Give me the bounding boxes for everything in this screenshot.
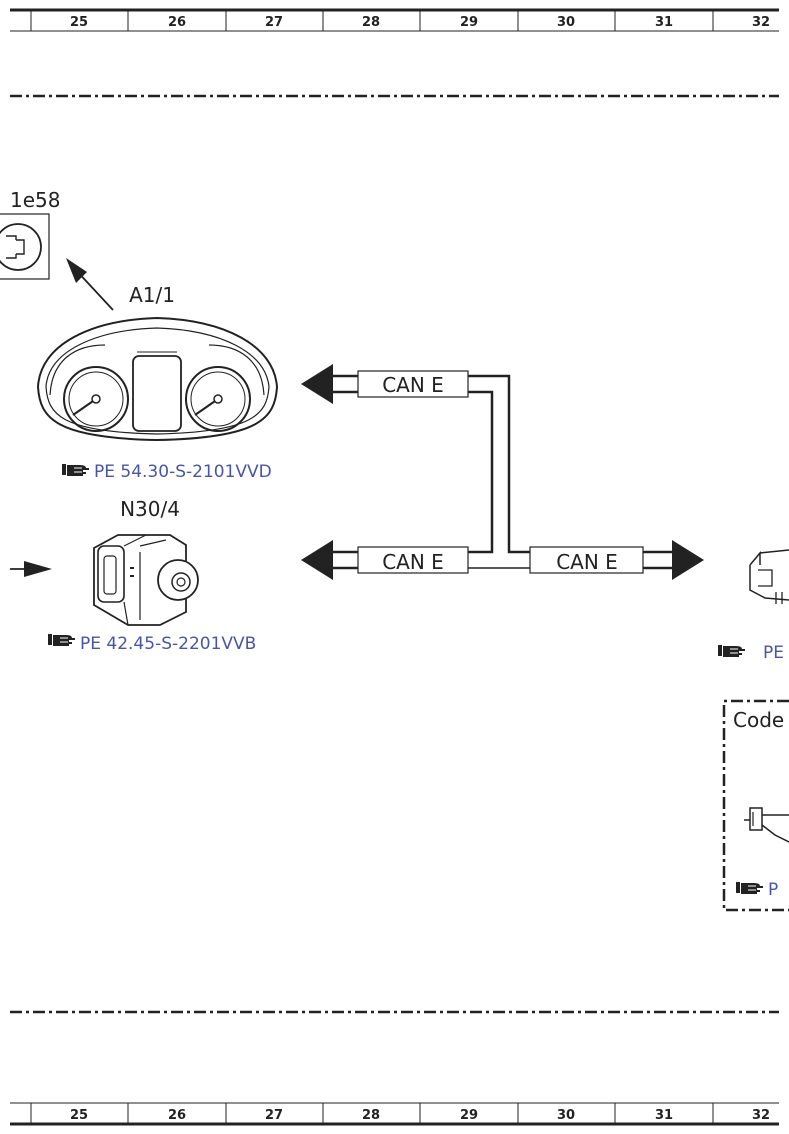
grid-col-27: 27 [265, 15, 283, 30]
sensor-icon [744, 807, 789, 843]
grid-col-25: 25 [70, 1108, 88, 1123]
bottom-grid-ruler: 25 26 27 28 29 30 31 32 [10, 1102, 779, 1126]
esp-control-unit-icon [93, 534, 199, 626]
cluster-reference-text[interactable]: PE 54.30-S-2101VVD [94, 462, 272, 482]
grid-col-26: 26 [168, 15, 186, 30]
component-right-partial: PE [718, 549, 789, 663]
cluster-label: A1/1 [129, 283, 175, 307]
grid-col-31: 31 [655, 15, 673, 30]
code-box-reference-link[interactable]: P [736, 880, 778, 900]
grid-col-28: 28 [362, 1108, 380, 1123]
instrument-cluster-icon [36, 316, 279, 442]
component-a1-1: A1/1 PE 54.30-S-2101VVD [36, 283, 279, 482]
can-arrow-top-left [301, 364, 333, 404]
connector-module-icon [749, 549, 789, 604]
grid-col-26: 26 [168, 1108, 186, 1123]
pointing-hand-icon [62, 464, 89, 476]
can-e-label-mid-right: CAN E [556, 550, 618, 574]
right-reference-text[interactable]: PE [763, 643, 784, 663]
grid-col-27: 27 [265, 1108, 283, 1123]
grid-col-29: 29 [460, 1108, 478, 1123]
can-e-label-mid-left: CAN E [382, 550, 444, 574]
grid-col-25: 25 [70, 15, 88, 30]
grid-col-30: 30 [557, 15, 575, 30]
grid-col-28: 28 [362, 15, 380, 30]
top-grid-ruler: 25 26 27 28 29 30 31 32 [10, 8, 779, 32]
grid-col-32: 32 [752, 15, 770, 30]
esp-unit-reference-text[interactable]: PE 42.45-S-2201VVB [80, 634, 256, 654]
esp-unit-label: N30/4 [120, 497, 180, 521]
grid-col-31: 31 [655, 1108, 673, 1123]
can-bus-wiring: CAN E CAN E CAN E [301, 364, 704, 580]
code-box: Code P [722, 699, 789, 912]
bulb-icon [0, 223, 42, 271]
grid-col-32: 32 [752, 1108, 770, 1123]
right-reference-link[interactable]: PE [718, 643, 784, 663]
can-e-box-mid-left [357, 546, 469, 574]
code-box-label: Code [733, 708, 784, 732]
component-n30-4: N30/4 PE 42.45-S-2201VVB [10, 497, 256, 654]
can-arrow-mid-right [672, 540, 704, 580]
pointing-hand-icon [718, 645, 745, 657]
grid-col-30: 30 [557, 1108, 575, 1123]
pointing-hand-icon [48, 634, 75, 646]
esp-unit-reference-link[interactable]: PE 42.45-S-2201VVB [48, 634, 256, 654]
code-box-reference-text[interactable]: P [768, 880, 778, 900]
cluster-reference-link[interactable]: PE 54.30-S-2101VVD [62, 462, 272, 482]
can-e-label-top: CAN E [382, 373, 444, 397]
component-1e58: 1e58 [0, 188, 114, 311]
pointing-hand-icon [736, 882, 763, 894]
grid-col-29: 29 [460, 15, 478, 30]
can-e-box-top [357, 370, 469, 398]
incoming-arrow-icon [10, 561, 52, 577]
can-e-box-mid-right [529, 546, 644, 574]
can-arrow-mid-left [301, 540, 333, 580]
component-1e58-label: 1e58 [10, 188, 60, 212]
